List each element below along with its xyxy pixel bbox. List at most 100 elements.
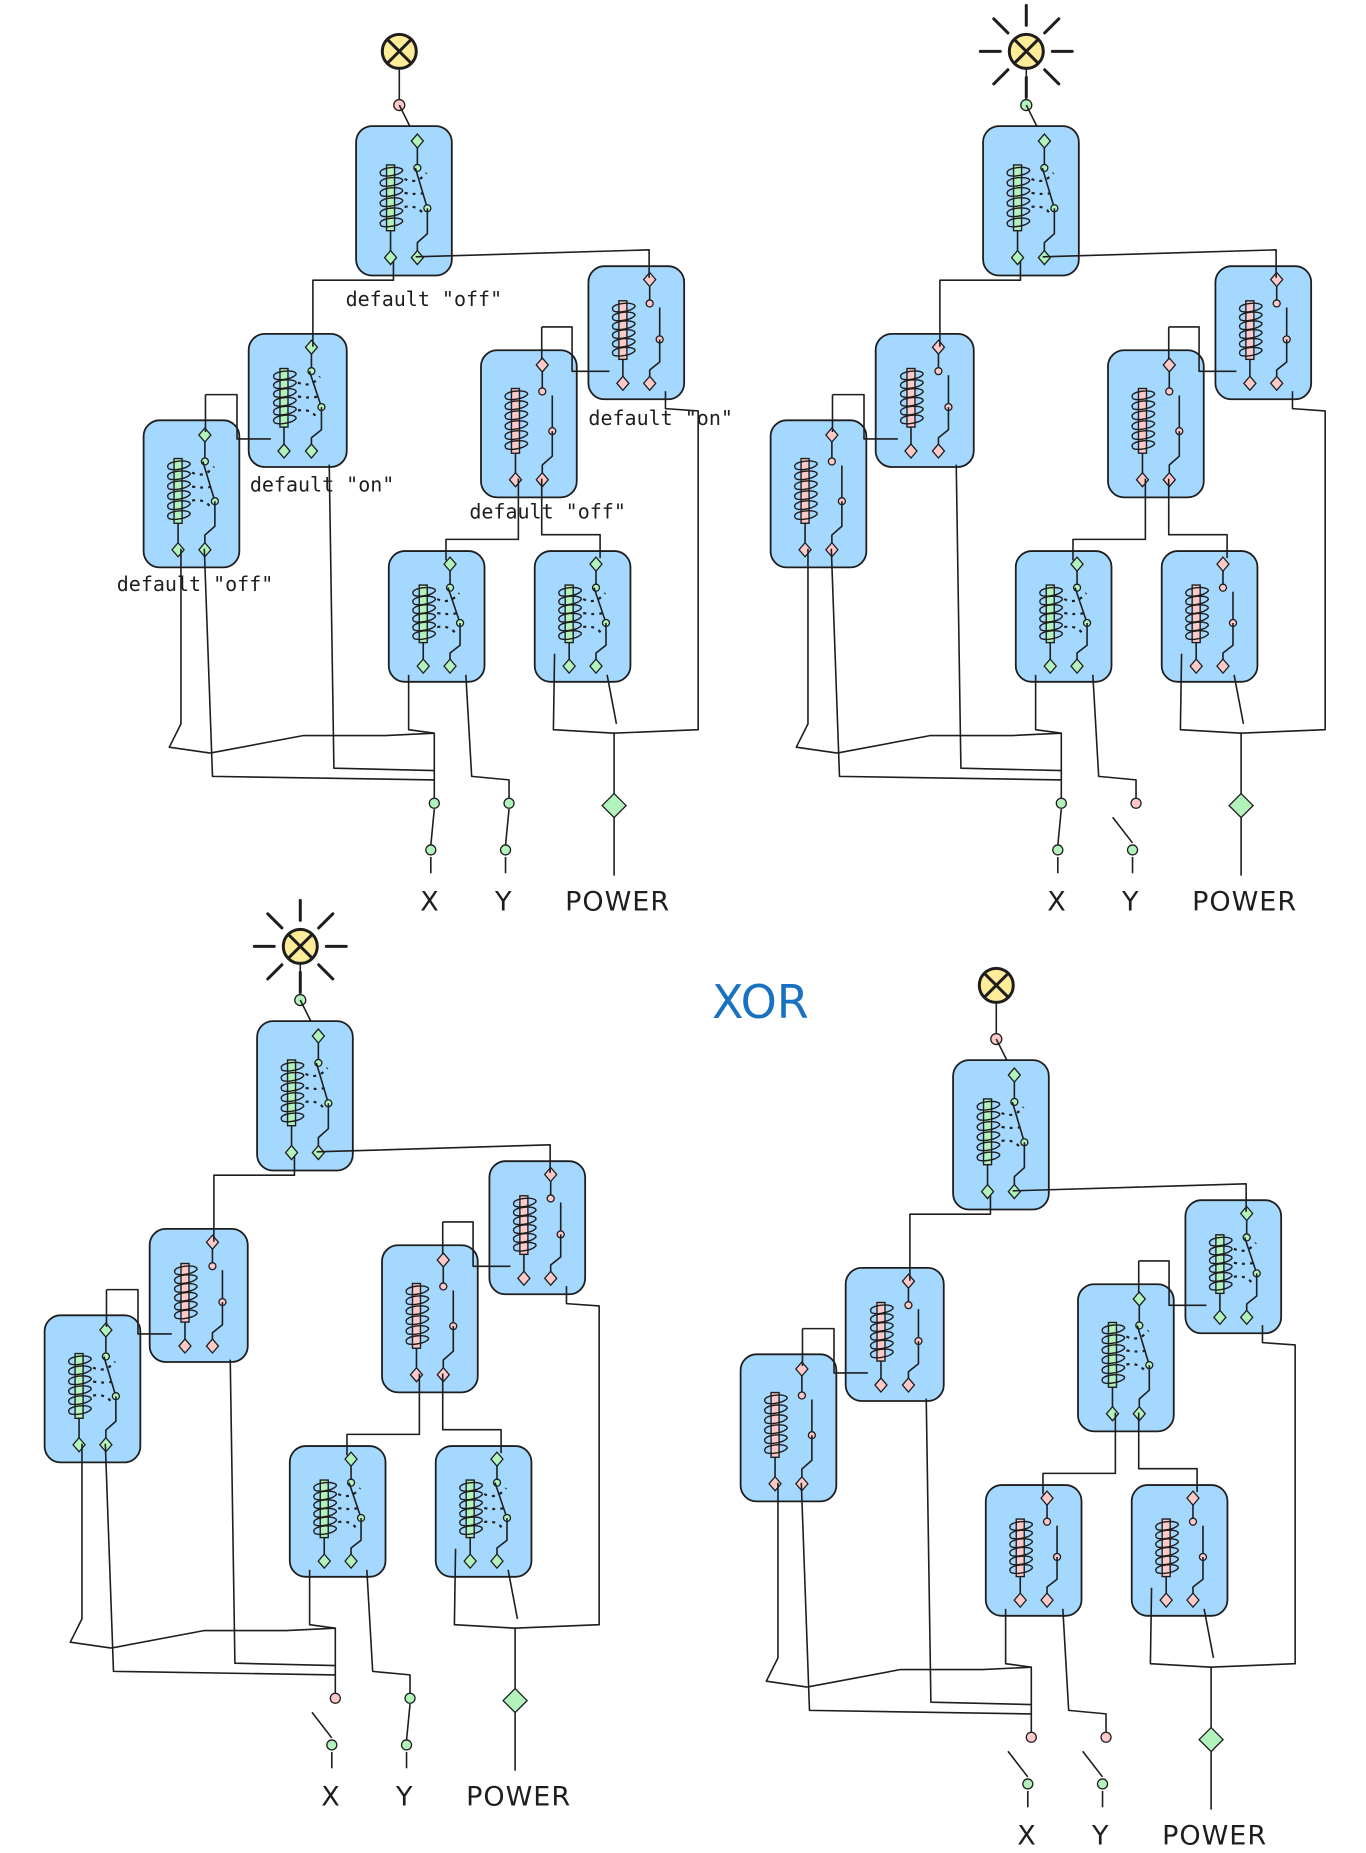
wire [507,1569,519,1619]
wire-bus [69,1443,112,1649]
power-label: POWER [466,1782,571,1813]
switch-open [1112,816,1134,844]
coil-terminal [284,1144,299,1161]
input-source-terminal [1096,1778,1109,1790]
contact-point [307,367,316,376]
wire [1138,1260,1207,1307]
coil-icon [167,460,191,521]
wire [205,393,271,440]
input-switch-y[interactable]: Y [1112,797,1142,918]
input-terminal [428,797,440,809]
coil-icon [412,586,436,641]
relay-right-mid [480,349,578,499]
input-switch-y[interactable]: Y [1082,1731,1112,1852]
power-terminal-icon [1228,792,1255,819]
coil-icon [379,166,404,228]
input-terminal [503,797,515,809]
wire [1004,1608,1033,1740]
wire [1092,674,1137,806]
coil-icon [870,1304,894,1359]
coil-icon [513,1197,537,1252]
relay-output [982,125,1080,277]
coil-icon [504,390,529,451]
magnetic-field-icon [297,395,319,399]
coil-terminal [874,1377,888,1394]
magnetic-field-icon [1001,1106,1025,1117]
wire [1203,1608,1215,1658]
coil-terminal [980,1183,995,1200]
relay-housing [587,265,686,401]
wire [407,674,436,806]
default-state-note: default "on" [588,406,733,430]
magnetic-field-icon [483,1506,505,1511]
switch-input-terminal [1037,133,1052,150]
relay-housing [434,1445,533,1578]
power-source: POWER [565,792,670,918]
relay-right-mid [1077,1283,1175,1433]
relay-housing [844,1267,945,1402]
relay-left-lower [43,1314,142,1464]
input-switch-y[interactable]: Y [494,797,515,918]
switch-input-terminal [1132,1290,1147,1307]
coil-icon [1131,390,1156,451]
magnetic-field-icon [1126,1363,1146,1372]
relay-housing [288,1445,387,1578]
wire [1233,674,1245,724]
contact-point [346,1478,356,1487]
light-ray-icon [1043,17,1061,35]
power-label: POWER [565,887,670,918]
wire [106,1288,172,1335]
power-terminal-icon [1198,1726,1225,1753]
contact-point [1188,1517,1198,1526]
magnetic-field-icon [436,592,461,603]
light-ray-icon [317,912,335,930]
input-label-x: X [1017,1821,1037,1852]
power-label: POWER [1162,1821,1267,1852]
switch-input-terminal [436,1251,451,1268]
switch-terminal [1070,658,1084,675]
switch-input-terminal [1186,1490,1200,1507]
switch-terminal [490,1553,504,1570]
input-terminal [1130,797,1142,809]
magnetic-field-icon [582,625,603,634]
input-switch-y[interactable]: Y [395,1692,416,1813]
wire [1034,674,1063,806]
coil-icon [313,1481,337,1536]
contact-point [546,1194,555,1203]
wire [830,548,1062,781]
input-label-y: Y [395,1782,414,1813]
input-switch-x[interactable]: X [1007,1731,1037,1852]
relay-left-lower [142,419,241,569]
switch-arm [308,370,323,408]
input-switch-x[interactable]: X [1047,797,1067,918]
contact-point [314,1058,323,1068]
input-source-terminal [1126,844,1139,856]
input-switch-x[interactable]: X [420,797,440,918]
coil-icon [900,370,924,425]
magnetic-field-icon [1125,1329,1150,1340]
coil-terminal [416,658,431,675]
switch-input-terminal [410,133,425,150]
input-label-y: Y [1121,887,1140,918]
switch-closed [430,809,436,846]
relay-housing [355,125,453,277]
relay-housing [1184,1199,1283,1335]
relay-input-x [387,550,486,683]
input-switch-x[interactable]: X [311,1692,341,1813]
contact-point [413,163,422,173]
relay-housing [1130,1484,1229,1617]
switch-input-terminal [535,356,550,373]
lamp [977,966,1015,1004]
wire-out-to-left [909,1195,992,1281]
wire [111,1627,336,1649]
wire-out-to-right [1012,1183,1247,1212]
light-ray-icon [317,963,335,981]
contact-point [1218,583,1228,592]
contact-point [208,1262,217,1271]
magnetic-field-icon [92,1360,116,1371]
relay-housing [533,550,632,683]
magnetic-field-icon [437,625,457,634]
light-ray-icon [992,68,1010,86]
wire-to-input-y [1167,478,1228,559]
